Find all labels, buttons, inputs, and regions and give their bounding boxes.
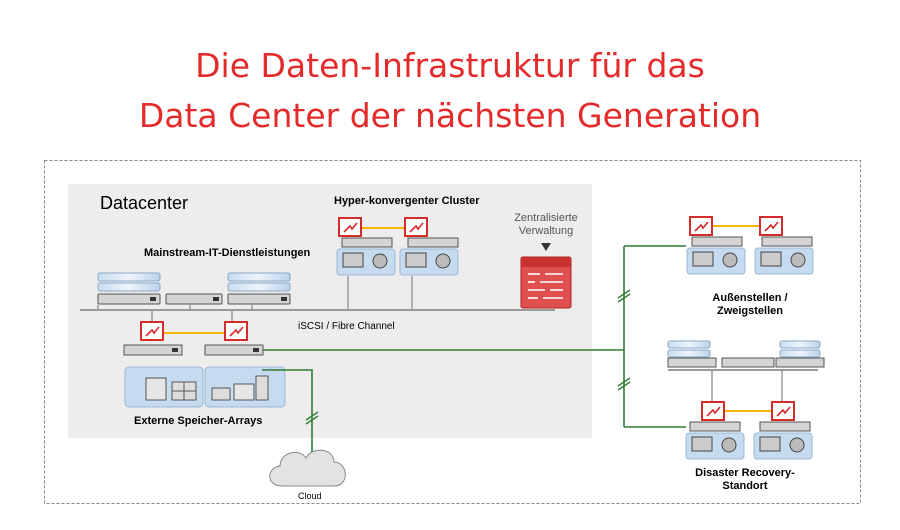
- hyper-node-right: [399, 217, 459, 276]
- server-icon: [165, 293, 223, 305]
- dr-node-left: [685, 401, 745, 460]
- appliance-icon: [204, 321, 264, 356]
- cloud-label: Cloud: [298, 491, 322, 501]
- server-icon: [97, 272, 161, 305]
- title-line-2: Data Center der nächsten Generation: [138, 96, 762, 135]
- hyper-cluster-label: Hyper-konvergenter Cluster: [334, 195, 480, 207]
- dr-label: Disaster Recovery- Standort: [670, 467, 820, 493]
- dr-line-1: Disaster Recovery-: [695, 467, 795, 479]
- management-console-icon: [520, 256, 572, 309]
- mainstream-label: Mainstream-IT-Dienstleistungen: [144, 247, 311, 259]
- branch-line-2: Zweigstellen: [716, 305, 784, 317]
- datacenter-label: Datacenter: [100, 193, 189, 213]
- branch-node-right: [754, 216, 814, 275]
- central-mgmt-line-1: Zentralisierte: [514, 212, 578, 224]
- cloud-icon: [269, 449, 346, 487]
- storage-array-icon: [204, 366, 286, 408]
- wan-links: [262, 245, 686, 456]
- server-icon: [721, 357, 775, 368]
- branch-node-left: [686, 216, 746, 275]
- branch-label: Außenstellen / Zweigstellen: [680, 292, 820, 318]
- central-mgmt-line-2: Verwaltung: [518, 225, 574, 237]
- wan-break-icon: [305, 289, 631, 425]
- server-icon: [667, 340, 717, 368]
- dr-node-right: [753, 401, 813, 460]
- storage-array-icon: [124, 366, 204, 408]
- title-line-1: Die Daten-Infrastruktur für das: [195, 46, 705, 85]
- server-icon: [775, 340, 825, 368]
- appliance-icon: [123, 321, 183, 356]
- dr-line-2: Standort: [722, 480, 768, 492]
- branch-line-1: Außenstellen /: [712, 292, 788, 304]
- external-storage-label: Externe Speicher-Arrays: [134, 415, 263, 427]
- pointer-arrow: [541, 243, 551, 251]
- server-icon: [227, 272, 291, 305]
- central-mgmt-label: Zentralisierte Verwaltung: [498, 212, 594, 238]
- iscsi-label: iSCSI / Fibre Channel: [298, 321, 395, 332]
- outer-boundary: [44, 160, 861, 504]
- hyper-node-left: [336, 217, 396, 276]
